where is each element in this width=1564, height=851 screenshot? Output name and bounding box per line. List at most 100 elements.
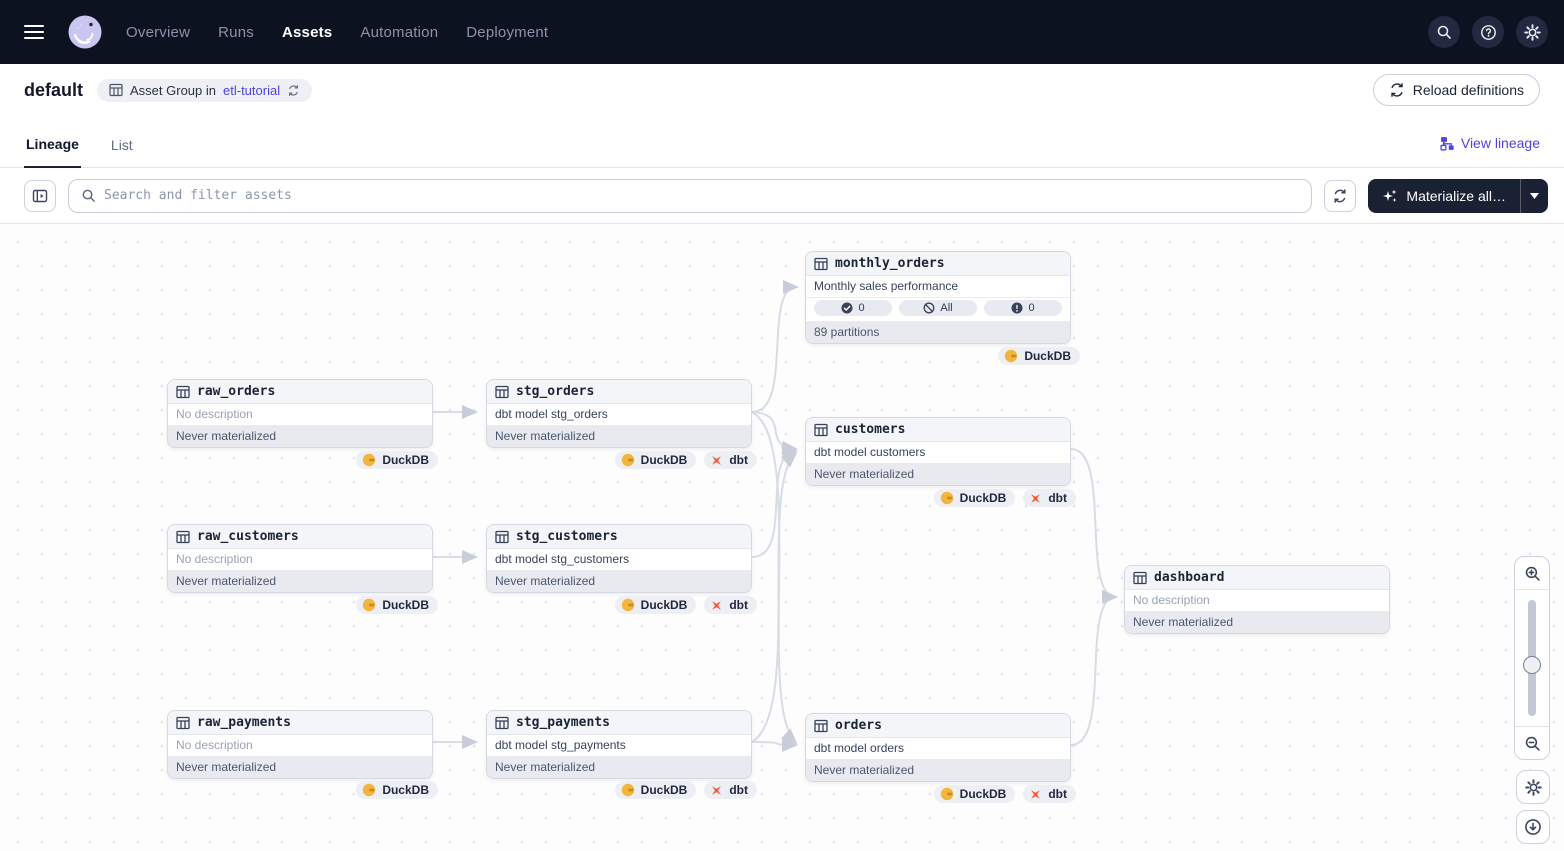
asset-search-bar [68,178,1313,213]
asset-description: No description [168,404,432,426]
duckdb-icon [363,598,376,612]
asset-description: dbt model stg_orders [487,404,751,426]
page-header: default Asset Group in etl-tutorial Relo… [0,64,1564,116]
dbt-badge: dbt [704,781,757,799]
refresh-icon[interactable] [287,84,300,97]
asset-node-orders[interactable]: orders dbt model orders Never materializ… [805,713,1071,782]
duckdb-icon [621,453,634,467]
zoom-out-icon [1525,736,1540,751]
tab-lineage[interactable]: Lineage [24,122,81,168]
zoom-slider-handle[interactable] [1523,656,1541,674]
recenter-graph-button[interactable] [1516,810,1550,844]
page-title: default [24,79,84,100]
duckdb-icon [621,598,634,612]
table-icon [814,423,828,436]
duckdb-badge: DuckDB [614,596,697,614]
asset-badges: DuckDB [163,596,438,614]
asset-group-badge: Asset Group in etl-tutorial [97,78,313,102]
table-icon [1133,571,1147,584]
search-input[interactable] [104,188,1300,203]
dagster-logo[interactable] [66,13,104,51]
table-icon [176,716,190,729]
view-lineage-link[interactable]: View lineage [1440,135,1540,167]
reload-icon [1391,83,1403,97]
dbt-badge: dbt [1023,489,1076,507]
asset-node-customers[interactable]: customers dbt model customers Never mate… [805,417,1071,486]
table-icon [495,716,509,729]
asset-node-raw-customers[interactable]: raw_customers No description Never mater… [167,524,433,593]
duckdb-badge: DuckDB [933,489,1016,507]
duckdb-badge: DuckDB [614,451,697,469]
asset-footer: Never materialized [168,571,432,592]
materialize-all-button[interactable]: Materialize all… [1368,178,1548,213]
asset-node-raw-orders[interactable]: raw_orders No description Never material… [167,379,433,448]
dbt-icon [712,455,722,465]
table-icon [176,530,190,543]
asset-name: raw_payments [197,715,291,730]
asset-badges: DuckDB dbt [801,785,1076,803]
alert-circle-icon [1011,302,1023,314]
settings-gear-icon [1524,778,1542,796]
check-circle-icon [841,302,853,314]
table-icon [814,719,828,732]
duckdb-badge: DuckDB [356,781,438,799]
help-icon[interactable] [1472,16,1504,48]
duckdb-icon [940,787,953,801]
asset-node-dashboard[interactable]: dashboard No description Never materiali… [1124,565,1390,634]
zoom-out-button[interactable] [1514,727,1550,759]
tab-list[interactable]: List [110,137,133,153]
dbt-badge: dbt [1023,785,1076,803]
duckdb-icon [940,491,953,505]
lineage-canvas[interactable]: monthly_orders Monthly sales performance… [0,224,1564,851]
asset-footer: Never materialized [806,464,1070,485]
duckdb-badge: DuckDB [356,596,438,614]
zoom-in-button[interactable] [1514,557,1550,589]
asset-description: dbt model stg_payments [487,735,751,757]
asset-badges: DuckDB dbt [482,596,757,614]
hamburger-menu-icon[interactable] [16,14,52,50]
asset-footer: Never materialized [806,760,1070,781]
asset-description: No description [1125,590,1389,612]
partition-status-row: 0 All 0 [806,298,1070,322]
nav-runs[interactable]: Runs [218,23,254,41]
asset-footer: Never materialized [487,571,751,592]
asset-node-monthly-orders[interactable]: monthly_orders Monthly sales performance… [805,251,1071,344]
nav-overview[interactable]: Overview [126,23,191,41]
duckdb-badge: DuckDB [356,451,438,469]
asset-name: dashboard [1154,570,1225,585]
duckdb-badge: DuckDB [614,781,697,799]
search-icon[interactable] [1428,16,1460,48]
asset-footer: 89 partitions [806,322,1070,343]
asset-node-stg-customers[interactable]: stg_customers dbt model stg_customers Ne… [486,524,752,593]
code-location-link[interactable]: etl-tutorial [223,82,281,98]
asset-name: orders [835,718,882,733]
materialize-dropdown-caret[interactable] [1520,178,1548,213]
zoom-controls-panel [1514,556,1550,760]
asset-name: raw_customers [197,529,299,544]
table-icon [495,385,509,398]
lineage-toolbar: Materialize all… [0,168,1564,224]
duckdb-badge: DuckDB [933,785,1016,803]
toggle-sidebar-button[interactable] [24,179,56,212]
reload-definitions-button[interactable]: Reload definitions [1372,74,1540,106]
nav-automation[interactable]: Automation [360,23,439,41]
graph-settings-button[interactable] [1516,770,1550,804]
asset-node-stg-payments[interactable]: stg_payments dbt model stg_payments Neve… [486,710,752,779]
duckdb-icon [363,453,376,467]
settings-gear-icon[interactable] [1516,16,1548,48]
asset-description: dbt model customers [806,442,1070,464]
asset-badges: DuckDB dbt [482,451,757,469]
table-icon [495,530,509,543]
asset-node-stg-orders[interactable]: stg_orders dbt model stg_orders Never ma… [486,379,752,448]
asset-name: stg_payments [516,715,610,730]
nav-assets[interactable]: Assets [281,23,333,41]
asset-badges: DuckDB [163,451,438,469]
asset-node-raw-payments[interactable]: raw_payments No description Never materi… [167,710,433,779]
asset-badges: DuckDB [163,781,438,799]
asset-name: monthly_orders [835,256,945,271]
nav-deployment[interactable]: Deployment [466,23,549,41]
zoom-slider[interactable] [1515,589,1549,727]
dbt-badge: dbt [704,451,757,469]
refresh-graph-button[interactable] [1324,179,1357,212]
asset-name: customers [835,422,906,437]
